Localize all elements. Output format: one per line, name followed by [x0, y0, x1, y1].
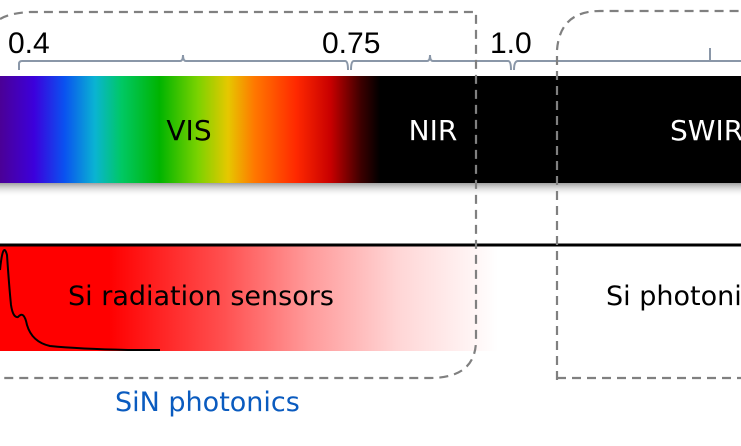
si-radiation-sensors-label: Si radiation sensors [68, 281, 334, 312]
spectrum-bar-shadow [0, 183, 741, 197]
tick-label-0-75: 0.75 [322, 27, 380, 60]
tick-label-1-0: 1.0 [490, 27, 532, 60]
spectrum-bar [0, 76, 741, 183]
spectral-response-curve [0, 249, 160, 351]
detector-band [0, 243, 741, 353]
brace-swir [513, 60, 741, 71]
vis-band [0, 76, 380, 183]
brace-nir [350, 54, 512, 71]
grouping-boxes [0, 9, 741, 380]
sin-photonics-box [0, 10, 478, 380]
nir-label: NIR [409, 114, 458, 147]
swir-label: SWIR [670, 114, 741, 147]
vis-label: VIS [166, 114, 211, 147]
sin-photonics-label: SiN photonics [115, 387, 300, 418]
si-photonics-box [555, 9, 741, 380]
range-braces [18, 48, 741, 71]
brace-vis [18, 54, 349, 71]
tick-label-0-4: 0.4 [8, 27, 50, 60]
si-photonics-label: Si photonics [606, 281, 741, 312]
si-radiation-sensors-region [0, 246, 498, 351]
